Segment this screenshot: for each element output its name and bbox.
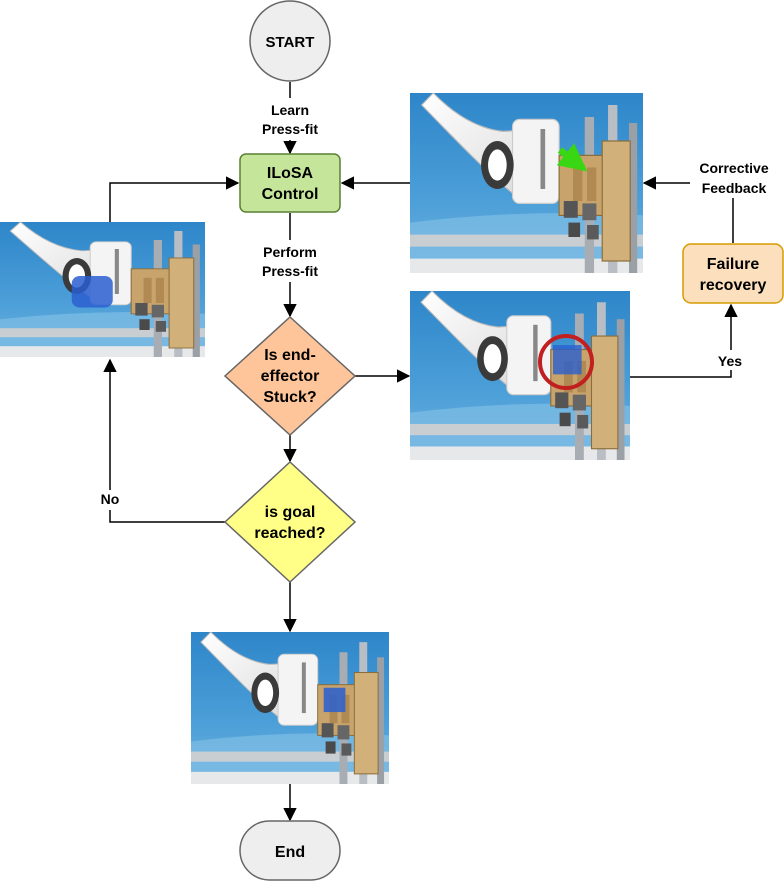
- edge-no-left: [109, 510, 226, 523]
- goal-label-line1: is goal: [265, 504, 316, 521]
- stuck-decision-node: Is end- effector Stuck?: [223, 315, 357, 437]
- robot-photo-left: [0, 222, 205, 357]
- ilosa-label-line2: Control: [262, 186, 319, 203]
- start-label: START: [266, 34, 315, 51]
- ilosa-label-line1: ILoSA: [267, 165, 314, 182]
- failure-label-line1: Failure: [707, 256, 760, 273]
- edge-labels: Learn Press-fit Perform Press-fit Correc…: [101, 102, 769, 507]
- ilosa-control-node: ILoSA Control: [239, 153, 341, 213]
- yes-label: Yes: [718, 353, 742, 369]
- stuck-highlight-circle: [538, 334, 594, 390]
- learn-label-line2: Press-fit: [262, 121, 318, 137]
- learn-label-line1: Learn: [271, 102, 309, 118]
- goal-decision-node: is goal reached?: [223, 460, 357, 584]
- corrective-label-line2: Feedback: [702, 180, 767, 196]
- robot-photo-goal: [191, 632, 389, 784]
- perform-label-line1: Perform: [263, 244, 317, 260]
- end-node: End: [239, 820, 341, 881]
- edge-left-photo-to-ilosa: [109, 176, 240, 222]
- goal-label-line2: reached?: [254, 525, 325, 542]
- robot-photo-stuck: [410, 291, 630, 460]
- stuck-label-line1: Is end-: [264, 347, 316, 364]
- start-node: START: [249, 0, 331, 82]
- robot-photo-corrective: [410, 93, 643, 273]
- stuck-label-line2: effector: [261, 368, 320, 385]
- end-label: End: [275, 844, 305, 861]
- perform-label-line2: Press-fit: [262, 263, 318, 279]
- edges: [103, 82, 738, 822]
- failure-recovery-node: Failure recovery: [682, 243, 784, 304]
- edge-yes-bottom: [630, 370, 732, 378]
- correction-arrow-icon: [556, 143, 588, 172]
- stuck-label-line3: Stuck?: [263, 389, 316, 406]
- no-label: No: [101, 491, 120, 507]
- failure-label-line2: recovery: [700, 277, 767, 294]
- corrective-label-line1: Corrective: [699, 160, 768, 176]
